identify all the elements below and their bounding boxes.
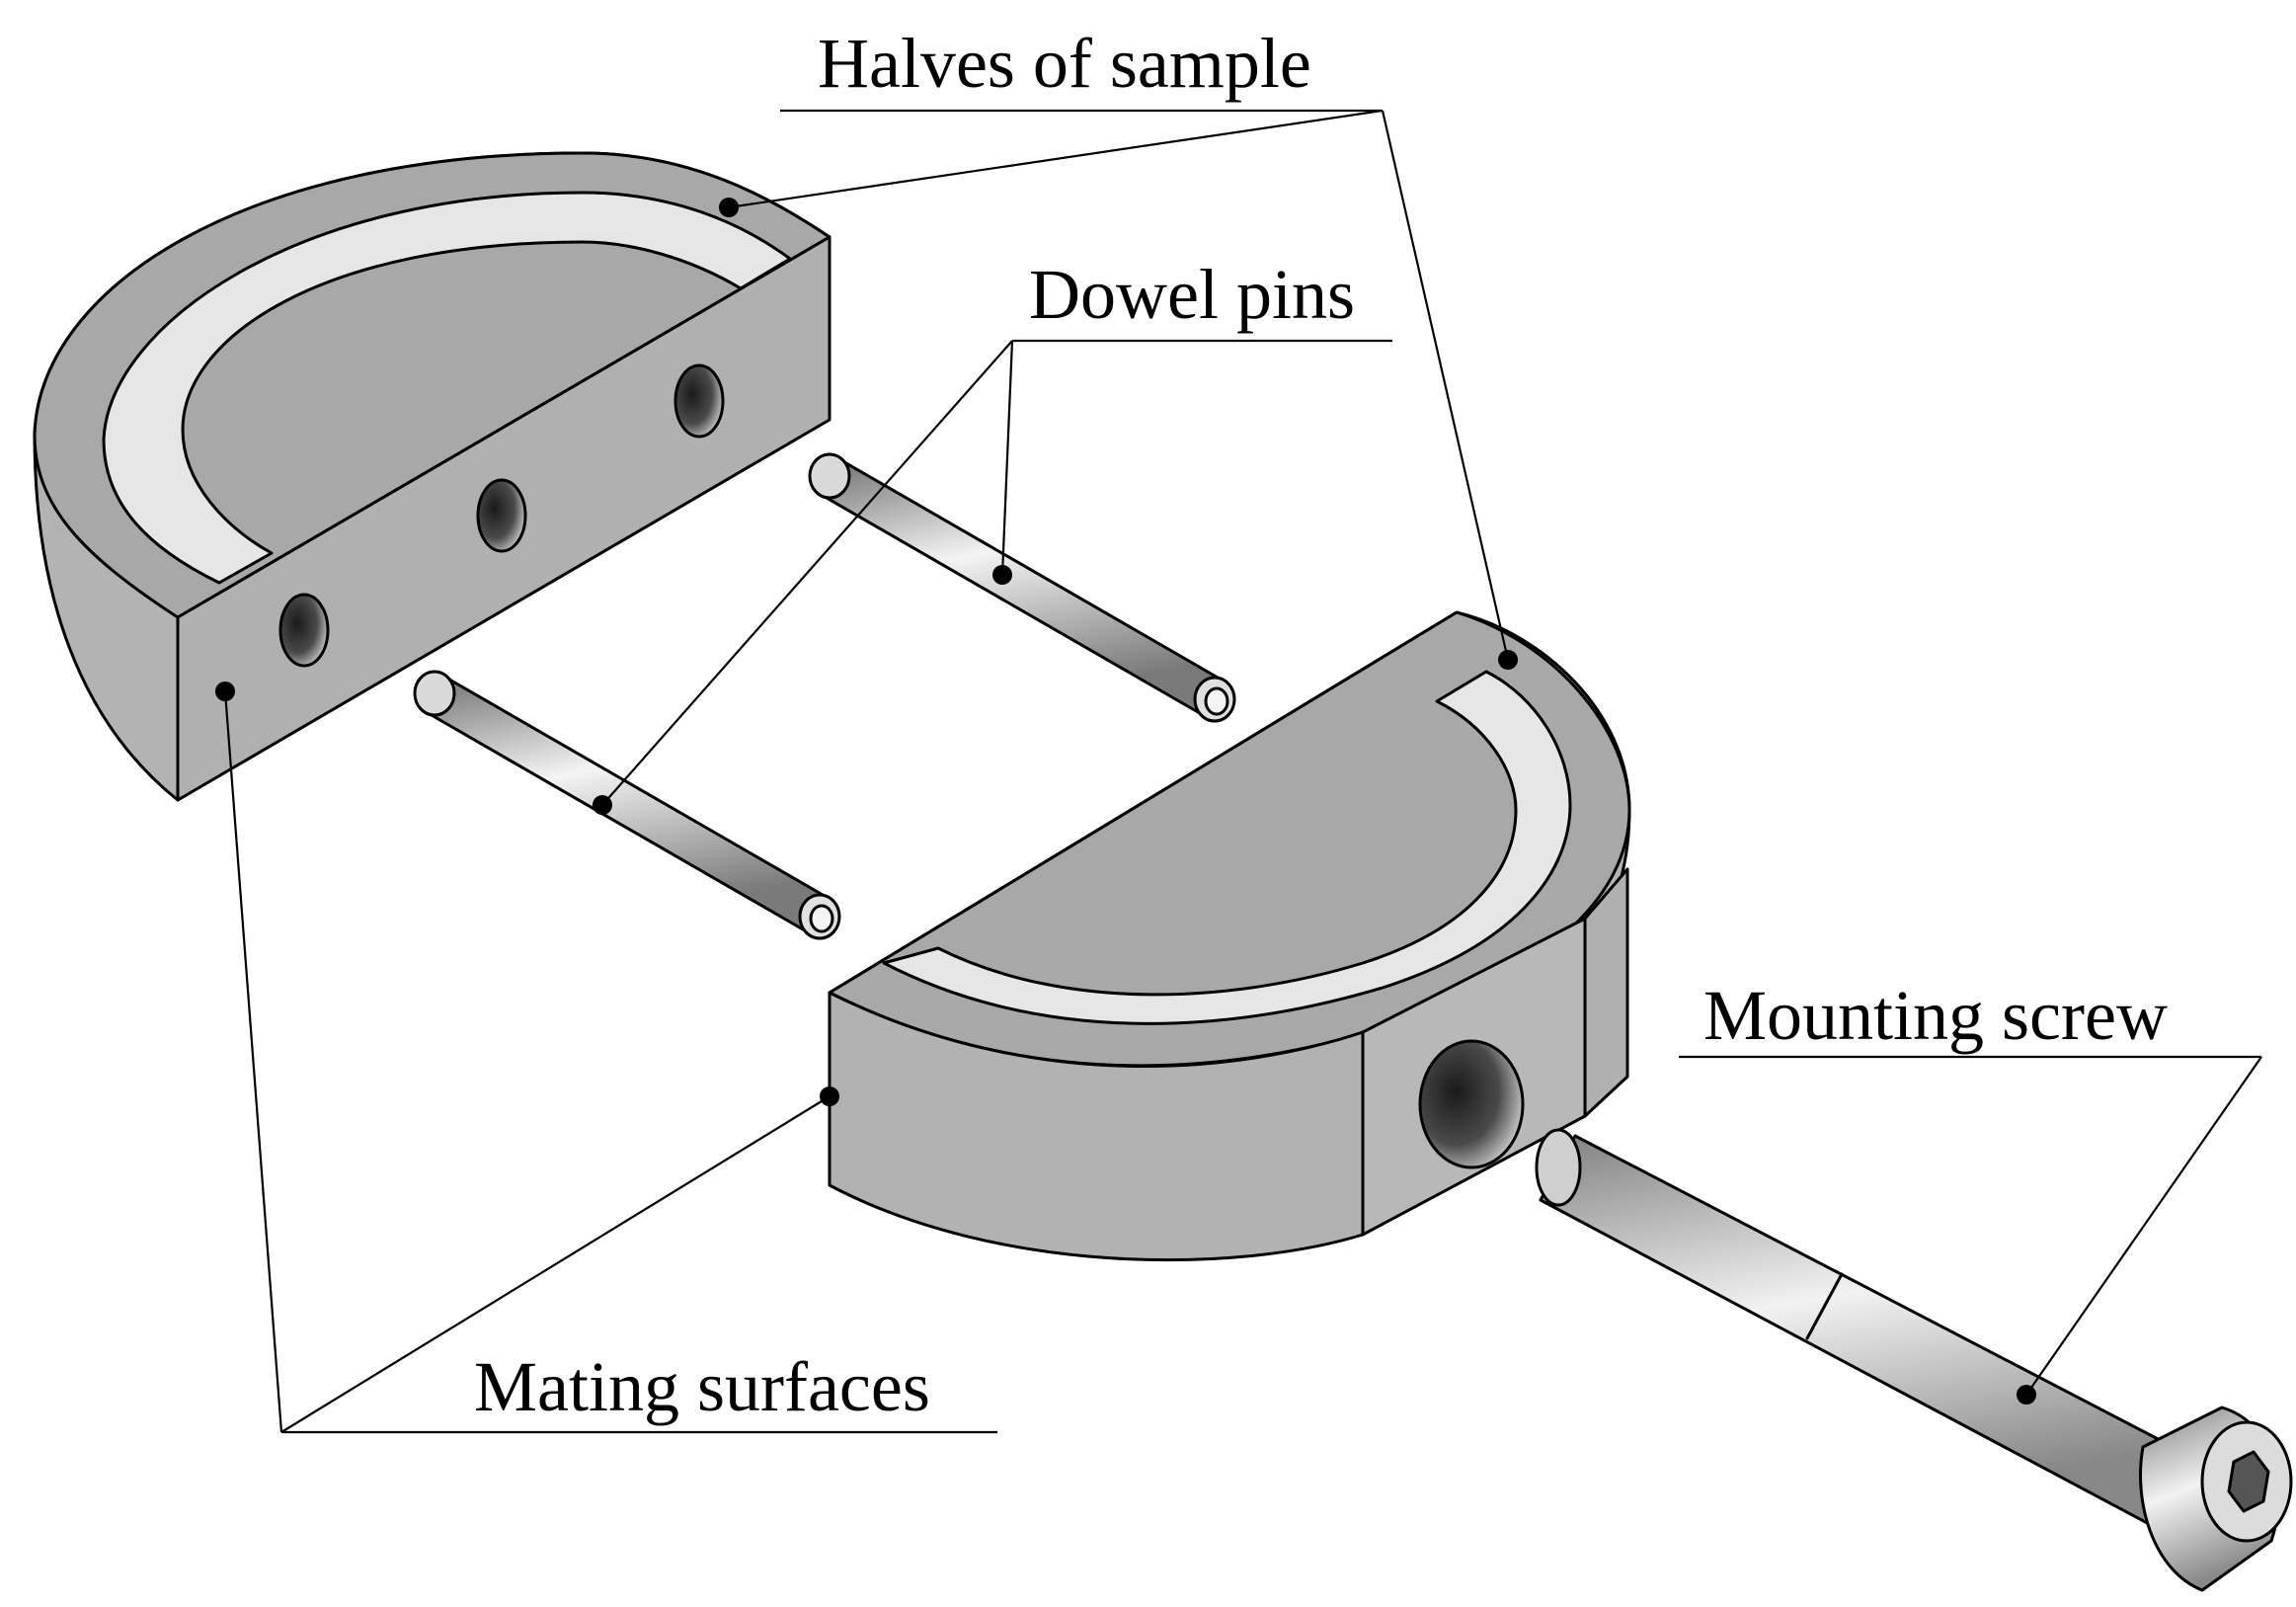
left-hole-3	[673, 363, 725, 439]
right-half-boss-side	[1583, 867, 1629, 1118]
left-hole-1	[278, 593, 330, 668]
right-half-rim	[882, 670, 1572, 1025]
dowel-pin-lower	[413, 670, 841, 940]
label-dowel-pins: Dowel pins	[1029, 255, 1355, 334]
right-sample-half	[828, 610, 1631, 1262]
leader-lines	[215, 109, 2262, 1434]
label-halves-of-sample: Halves of sample	[818, 24, 1311, 103]
right-screw-hole	[1418, 1039, 1525, 1169]
left-sample-half	[33, 151, 831, 802]
dowel-pin-upper	[808, 452, 1236, 723]
left-half-rim	[102, 191, 792, 585]
label-mating-surfaces: Mating surfaces	[474, 1347, 930, 1426]
hex-socket-icon	[2227, 1450, 2270, 1513]
mounting-screw	[1535, 1128, 2293, 1592]
left-half-top-face	[33, 151, 831, 619]
label-mounting-screw: Mounting screw	[1703, 976, 2168, 1055]
left-hole-2	[476, 478, 527, 553]
